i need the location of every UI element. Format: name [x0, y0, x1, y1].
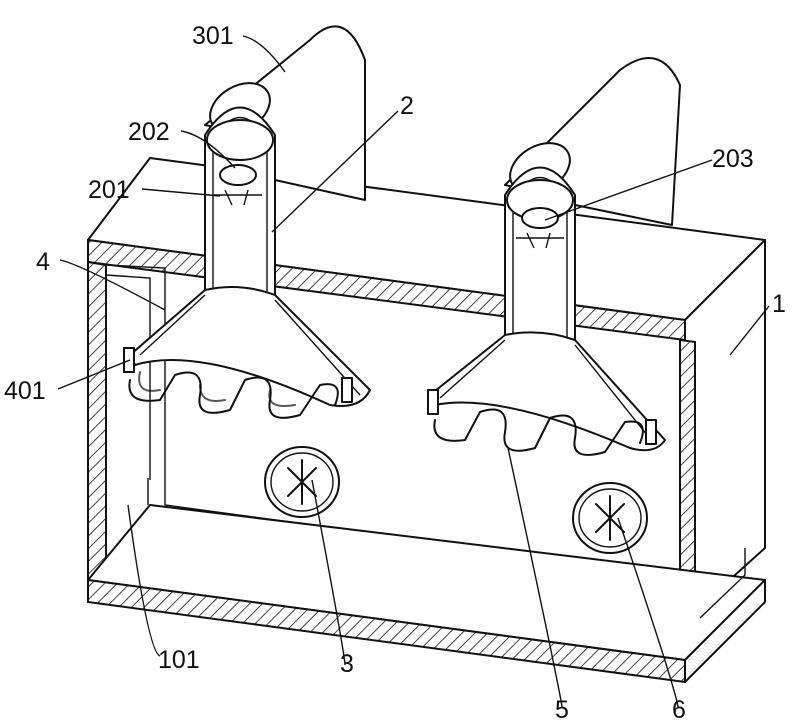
label-4: 4: [36, 248, 50, 276]
fan-3: [264, 446, 340, 518]
label-1: 1: [772, 290, 786, 318]
label-101: 101: [158, 646, 200, 674]
leader-lines: [57, 35, 770, 708]
label-401: 401: [4, 377, 46, 405]
pipe-assembly-right: [427, 57, 681, 456]
label-201: 201: [88, 176, 130, 204]
label-301: 301: [192, 22, 234, 50]
label-3: 3: [340, 650, 354, 678]
label-2: 2: [400, 92, 414, 120]
label-6: 6: [672, 696, 686, 724]
label-5: 5: [555, 696, 569, 724]
label-202: 202: [128, 118, 170, 146]
fan-6: [572, 482, 648, 554]
housing-1: [87, 157, 766, 684]
label-203: 203: [712, 145, 754, 173]
